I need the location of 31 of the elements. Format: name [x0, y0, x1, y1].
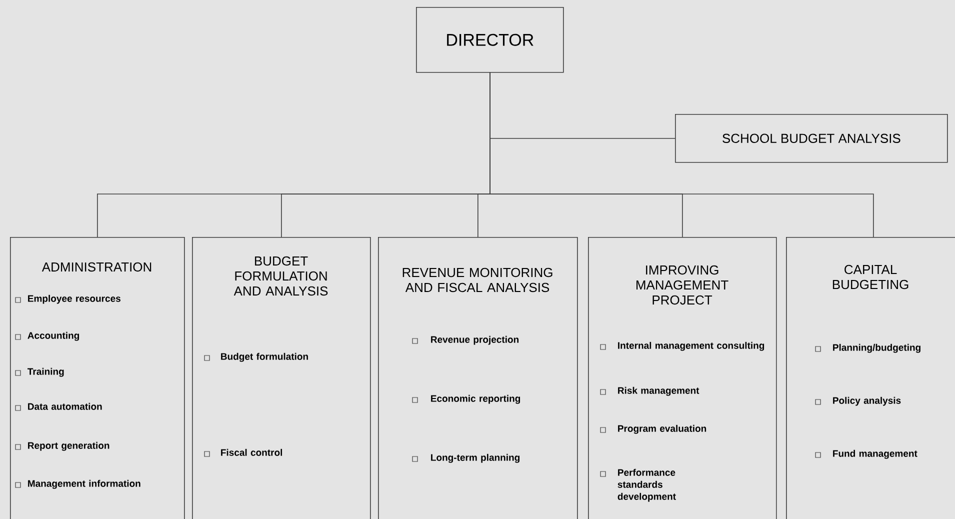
list-item: Revenue projection	[431, 336, 518, 345]
list-item: Economic reporting	[431, 394, 520, 404]
list-item: Internal management consulting	[618, 342, 764, 351]
list-item: Report generation	[28, 442, 110, 451]
box-heading: REVENUE MONITORING AND FISCAL ANALYSIS	[402, 268, 552, 292]
list-item: Fund management	[833, 450, 918, 459]
department-box	[378, 237, 578, 519]
list-item: Performance standards development	[618, 468, 676, 502]
department-box	[786, 237, 955, 519]
list-item: Training	[28, 368, 64, 377]
department-box	[588, 237, 777, 519]
department-box	[192, 237, 371, 519]
box-heading: CAPITAL BUDGETING	[832, 264, 908, 290]
list-item: Fiscal control	[221, 448, 282, 456]
box-heading: ADMINISTRATION	[42, 262, 152, 272]
box-heading: IMPROVING MANAGEMENT PROJECT	[636, 265, 728, 305]
connector-line	[490, 72, 874, 238]
list-item: Program evaluation	[618, 424, 706, 434]
title-box: SCHOOL BUDGET ANALYSIS	[675, 114, 948, 163]
list-item: Risk management	[618, 386, 700, 396]
list-item: Management information	[28, 480, 140, 489]
list-item: Planning/budgeting	[833, 344, 920, 353]
list-item: Accounting	[28, 332, 80, 341]
list-item: Data automation	[28, 402, 102, 410]
title-box: DIRECTOR	[416, 7, 564, 73]
list-item: Employee resources	[28, 294, 120, 304]
box-heading: BUDGET FORMULATION AND ANALYSIS	[234, 256, 328, 296]
list-item: Policy analysis	[833, 396, 901, 406]
list-item: Budget formulation	[221, 352, 308, 362]
department-box	[10, 237, 185, 519]
list-item: Long-term planning	[431, 454, 520, 463]
